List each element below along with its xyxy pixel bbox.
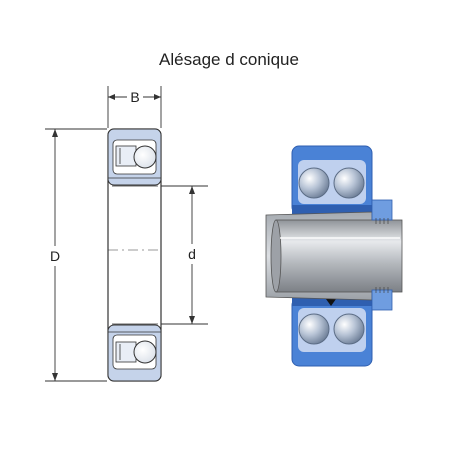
shaft-and-sleeve	[265, 199, 403, 311]
ball-bottom-right	[333, 313, 365, 345]
mounted-top-half	[291, 145, 373, 215]
mounted-bottom-half	[291, 297, 373, 367]
ball-bottom-section	[133, 340, 157, 364]
label-d: d	[188, 246, 196, 262]
bearing-section-view: B D d	[45, 86, 208, 382]
top-cross-section	[107, 128, 162, 186]
label-D: D	[50, 248, 60, 264]
shaft	[275, 219, 403, 293]
bottom-cross-section	[107, 324, 162, 382]
ball-top-left	[298, 167, 330, 199]
ball-top-right	[333, 167, 365, 199]
dimension-D: D	[45, 128, 107, 382]
dimension-d: d	[161, 185, 208, 325]
lock-nut-top	[371, 199, 393, 221]
taper-marker-icon	[326, 299, 336, 306]
bearing-mounted-view	[265, 145, 403, 367]
lock-nut-bottom	[371, 289, 393, 311]
ball-bottom-left	[298, 313, 330, 345]
diagram-title: Alésage d conique	[159, 50, 299, 69]
ball-top-section	[133, 145, 157, 169]
dimension-B: B	[107, 86, 162, 128]
label-B: B	[130, 89, 139, 105]
